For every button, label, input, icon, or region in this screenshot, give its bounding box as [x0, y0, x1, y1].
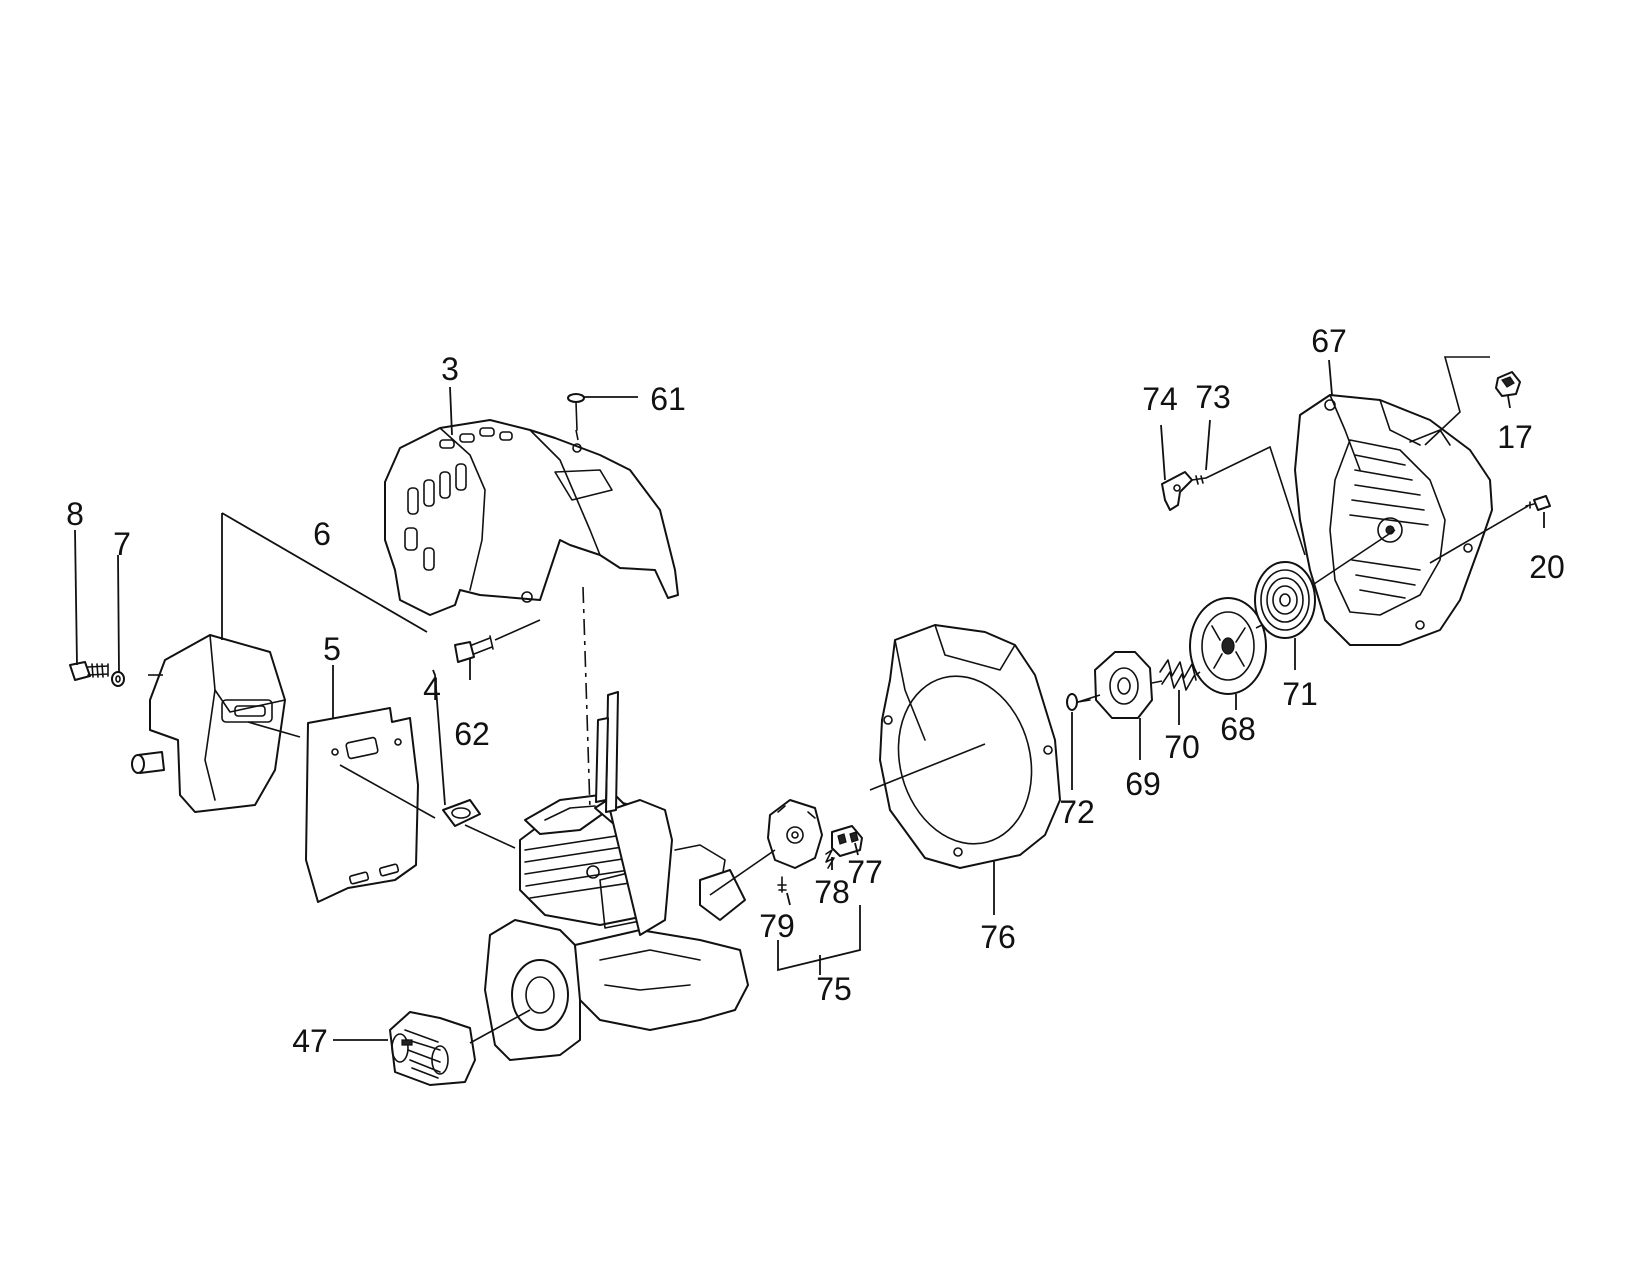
callout-3: 3	[441, 351, 459, 387]
rope-guide-bushing	[1495, 371, 1521, 397]
callout-61: 61	[650, 381, 686, 417]
callout-17: 17	[1497, 419, 1533, 455]
callout-78: 78	[814, 874, 850, 910]
coil-block	[831, 825, 863, 857]
fan-housing	[879, 624, 1061, 869]
callout-76: 76	[980, 919, 1016, 955]
callout-79: 79	[759, 908, 795, 944]
cover-screw	[567, 393, 585, 431]
callout-20: 20	[1529, 549, 1565, 585]
starter-pawl	[1094, 651, 1153, 719]
callout-6: 6	[313, 516, 331, 552]
cover-bolt	[454, 635, 494, 663]
washer	[111, 671, 125, 687]
callout-4: 4	[423, 671, 441, 707]
callout-62: 62	[454, 716, 490, 752]
coil-screw	[777, 876, 787, 893]
muffler-gasket	[442, 799, 481, 827]
callouts: 3 61 8 7 6 5 4 62 47 79 78 77 75 76 72 6…	[66, 323, 1565, 1059]
starter-handle	[1161, 471, 1193, 511]
callout-74: 74	[1142, 381, 1178, 417]
ignition-coil	[767, 799, 823, 869]
callout-70: 70	[1164, 729, 1200, 765]
callout-73: 73	[1195, 379, 1231, 415]
fan-flywheel	[389, 1011, 476, 1086]
starter-spring	[1159, 659, 1197, 691]
callout-72: 72	[1059, 794, 1095, 830]
top-cover	[384, 419, 679, 616]
callout-71: 71	[1282, 676, 1318, 712]
engine-block	[484, 691, 749, 1061]
housing-bolt	[1525, 495, 1551, 511]
starter-rope	[1191, 475, 1207, 485]
starter-pulley	[1189, 597, 1267, 695]
callout-5: 5	[323, 631, 341, 667]
callout-47: 47	[292, 1023, 328, 1059]
muffler	[131, 634, 286, 813]
callout-68: 68	[1220, 711, 1256, 747]
callout-67: 67	[1311, 323, 1347, 359]
starter-housing	[1294, 394, 1493, 646]
heat-shield-plate	[305, 707, 419, 903]
muffler-bolt	[69, 661, 109, 681]
leader-lines	[74, 359, 1545, 1041]
callout-77: 77	[847, 854, 883, 890]
callout-8: 8	[66, 496, 84, 532]
callout-7: 7	[113, 526, 131, 562]
callout-69: 69	[1125, 766, 1161, 802]
callout-75: 75	[816, 971, 852, 1007]
recoil-spring	[1254, 561, 1316, 639]
assembly-lines	[148, 356, 1529, 1044]
